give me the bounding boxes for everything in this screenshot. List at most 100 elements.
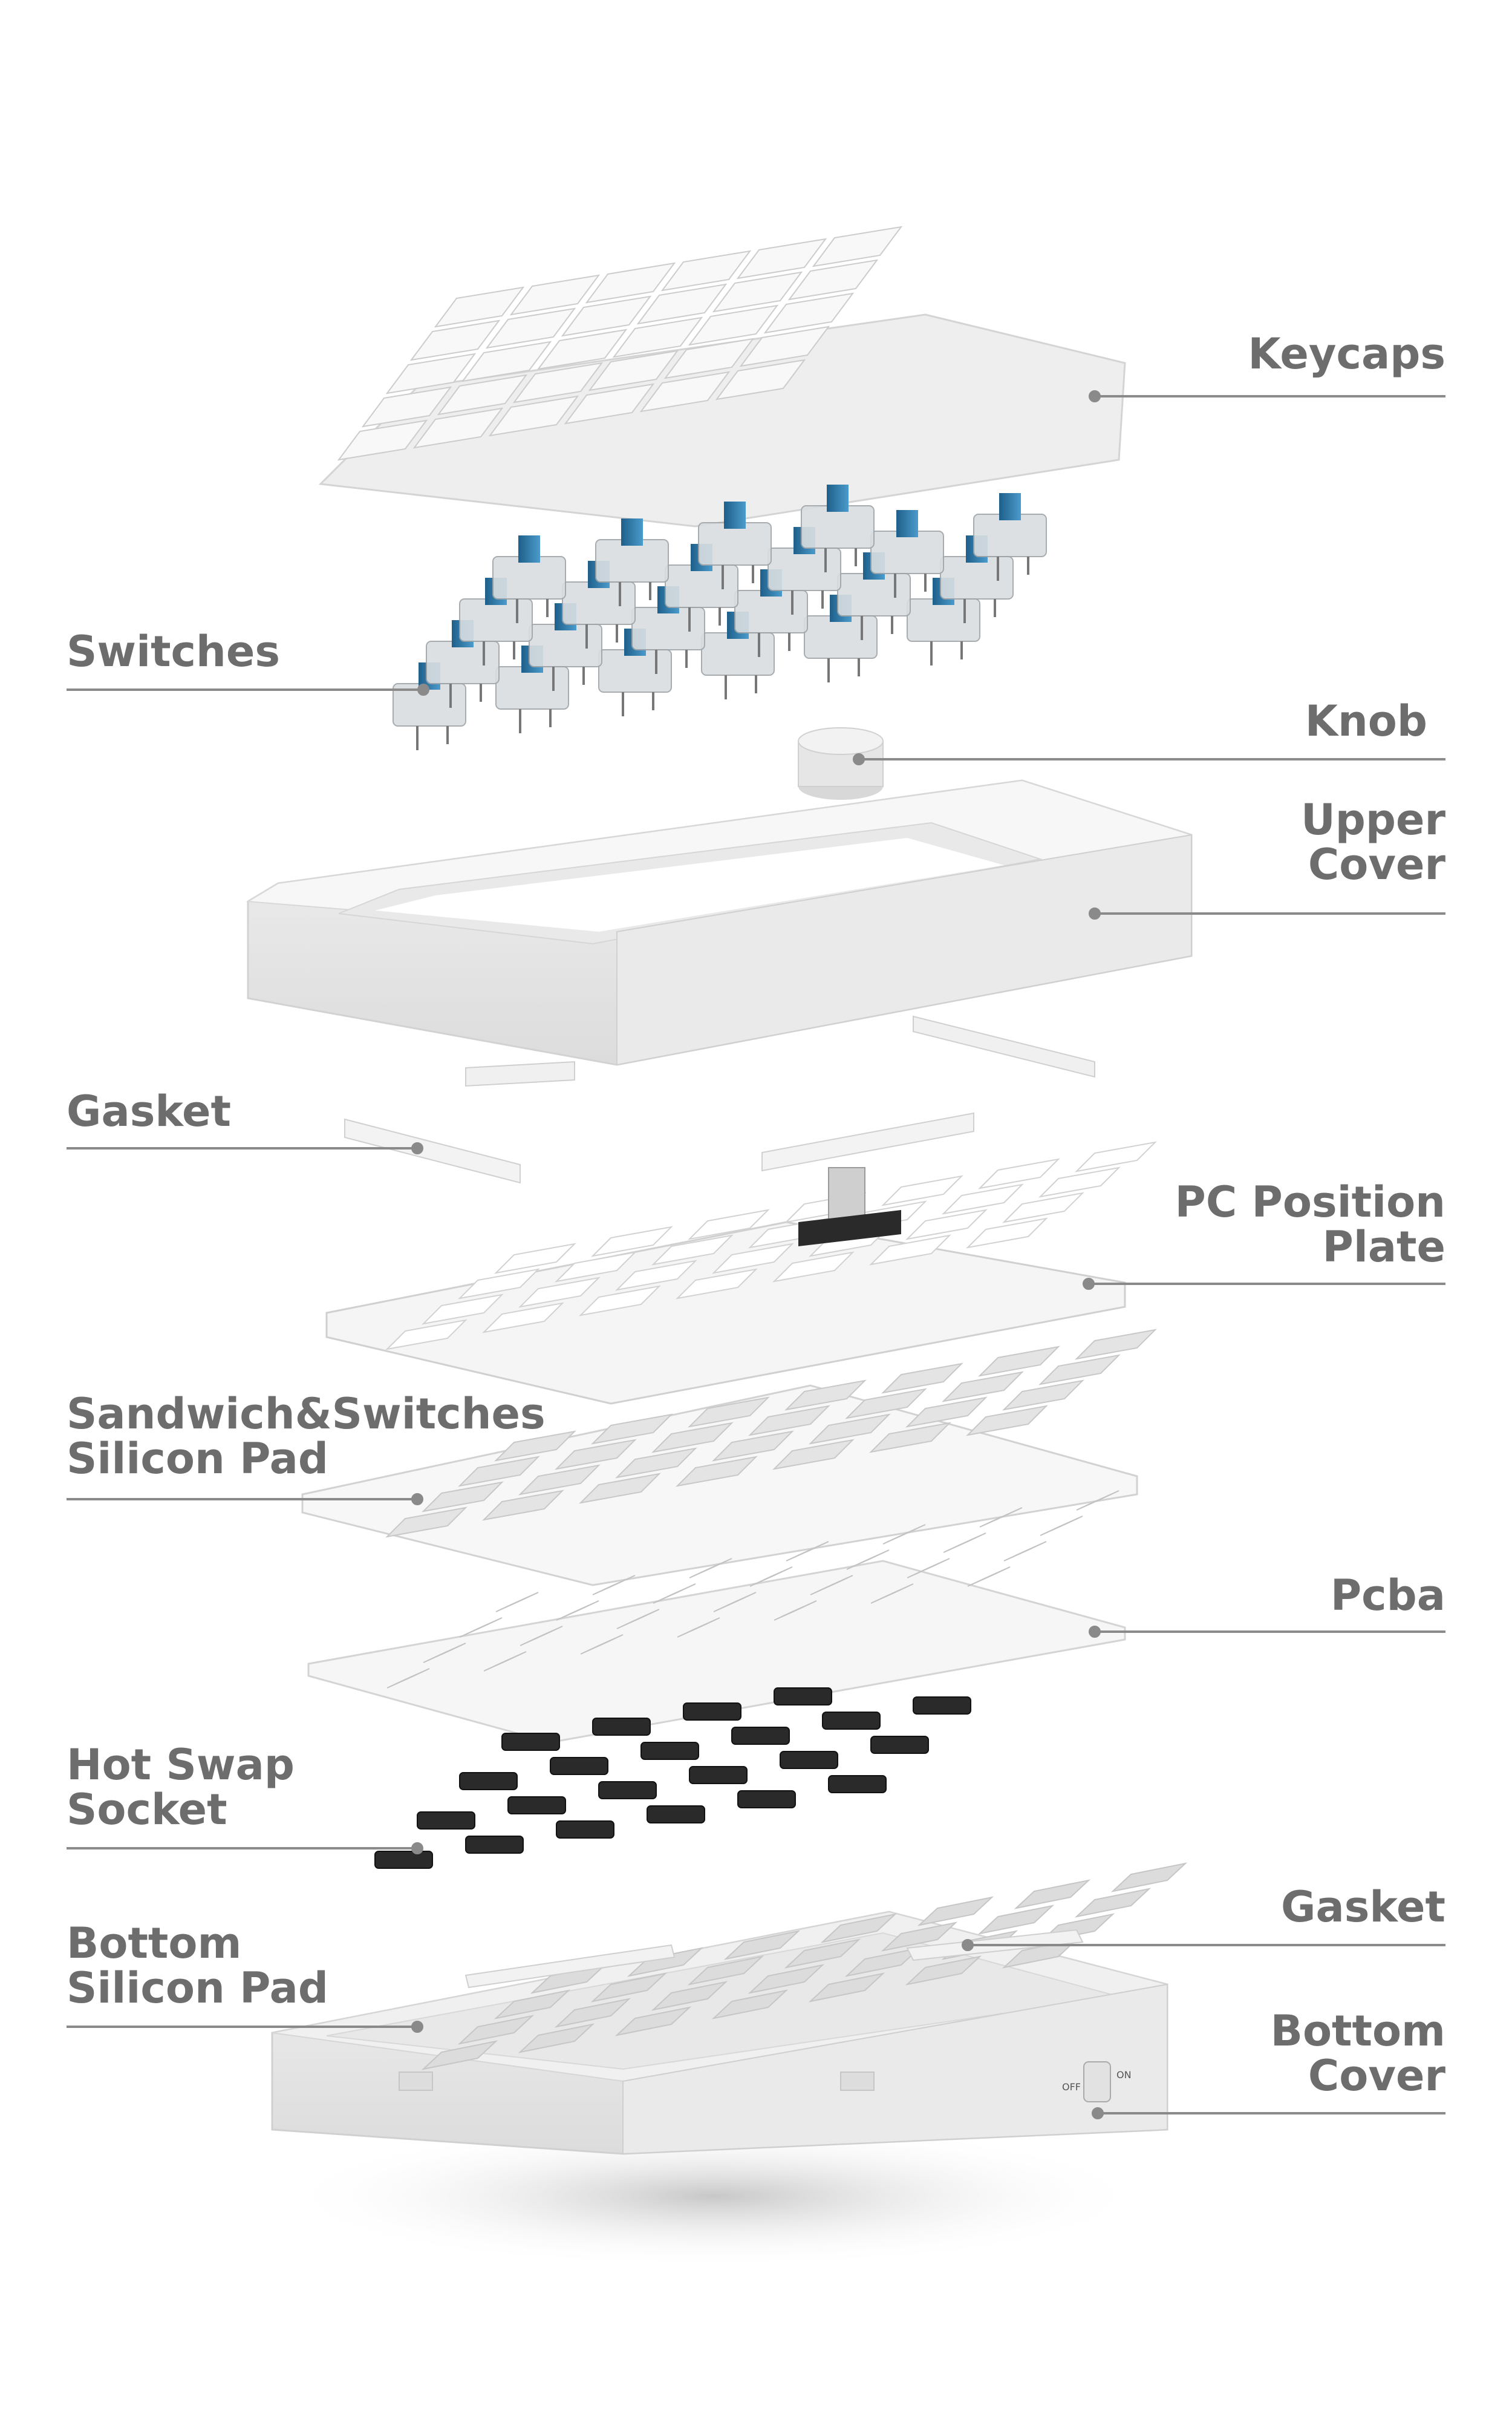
keycap bbox=[736, 238, 827, 280]
cutout bbox=[483, 1651, 527, 1672]
keycap bbox=[588, 350, 679, 391]
cutout bbox=[615, 1447, 697, 1479]
keycap bbox=[385, 353, 477, 394]
cutout bbox=[482, 1302, 564, 1333]
switch bbox=[870, 510, 944, 598]
cutout bbox=[591, 1413, 673, 1445]
cutout bbox=[774, 1600, 817, 1621]
switch bbox=[595, 518, 669, 606]
cutout bbox=[580, 1634, 624, 1655]
keycap bbox=[639, 371, 731, 413]
cutout bbox=[966, 1405, 1048, 1436]
cutout bbox=[651, 1981, 728, 2011]
cutout bbox=[482, 1490, 564, 1521]
cutout bbox=[942, 1371, 1024, 1402]
cutout bbox=[615, 1260, 697, 1291]
cutout bbox=[689, 1558, 732, 1578]
knob-part bbox=[798, 727, 884, 800]
hot-swap-socket bbox=[683, 1702, 741, 1721]
cutout bbox=[676, 1456, 758, 1487]
leader-lines bbox=[67, 390, 1445, 2119]
cutout bbox=[820, 1913, 898, 1943]
hot-swap-socket bbox=[465, 1836, 524, 1854]
sandwich-silicon-pad-part bbox=[301, 1329, 1157, 1586]
switch bbox=[698, 502, 772, 589]
keycap bbox=[688, 304, 779, 346]
cutout bbox=[423, 1643, 466, 1663]
switch bbox=[665, 544, 738, 632]
hot-swap-socket bbox=[731, 1727, 790, 1745]
cutout bbox=[676, 1268, 758, 1300]
cutout bbox=[713, 1592, 757, 1612]
cutout bbox=[1075, 1141, 1157, 1172]
cutout bbox=[846, 1549, 890, 1570]
cutout bbox=[905, 1396, 988, 1428]
cutout bbox=[1038, 1354, 1121, 1385]
cutout bbox=[1014, 1879, 1091, 1909]
cutout bbox=[808, 1972, 885, 2003]
cutout bbox=[1038, 1166, 1121, 1198]
cutout bbox=[385, 1506, 468, 1538]
cutout bbox=[614, 2006, 692, 2036]
switch bbox=[973, 493, 1047, 581]
cutout bbox=[712, 1430, 794, 1462]
cutout bbox=[977, 1905, 1055, 1935]
label-pcba: Pcba bbox=[1330, 1571, 1445, 1620]
keycaps-part bbox=[318, 226, 1126, 528]
keycap bbox=[739, 325, 830, 367]
cutout bbox=[881, 1175, 963, 1206]
cutout bbox=[1003, 1541, 1047, 1562]
cutout bbox=[772, 1251, 855, 1283]
cutout bbox=[1074, 1888, 1152, 1918]
keycap bbox=[561, 295, 652, 337]
cutout bbox=[881, 1362, 963, 1394]
cutout bbox=[1076, 1490, 1119, 1511]
label-sandwich-silicon-pad: Sandwich&Switches Silicon Pad bbox=[67, 1389, 546, 1483]
cutout bbox=[978, 1346, 1060, 1377]
label-bottom-silicon-pad: Bottom Silicon Pad bbox=[67, 1918, 328, 2013]
cutout bbox=[786, 1541, 829, 1562]
cutout bbox=[458, 1456, 540, 1487]
cutout bbox=[967, 1566, 1011, 1587]
label-hot-swap-socket: Hot Swap Socket bbox=[67, 1740, 295, 1834]
cutout bbox=[518, 1464, 601, 1496]
cutout bbox=[494, 1243, 576, 1274]
cutout bbox=[555, 1439, 637, 1470]
label-gasket-left: Gasket bbox=[67, 1087, 231, 1136]
keycap bbox=[337, 419, 428, 461]
pc-position-plate-part bbox=[325, 1141, 1157, 1405]
hot-swap-socket bbox=[913, 1696, 971, 1715]
cutout bbox=[748, 1964, 825, 1994]
cutout bbox=[966, 1217, 1048, 1249]
cutout bbox=[882, 1524, 926, 1545]
hot-swap-socket bbox=[640, 1742, 699, 1760]
cutout bbox=[494, 1430, 576, 1462]
hot-swap-socket bbox=[822, 1712, 881, 1730]
cutout bbox=[520, 1626, 563, 1646]
label-gasket-right: Gasket bbox=[1281, 1882, 1445, 1932]
cutout bbox=[979, 1507, 1023, 1528]
switch bbox=[801, 485, 875, 572]
cutout bbox=[579, 1473, 661, 1504]
cutout bbox=[809, 1413, 891, 1445]
cutout bbox=[494, 1989, 571, 2019]
cutout bbox=[748, 1405, 830, 1436]
cutout bbox=[917, 1896, 994, 1926]
keycap bbox=[409, 319, 501, 361]
cutout bbox=[749, 1566, 793, 1587]
cutout bbox=[869, 1422, 951, 1453]
power-switch-on-label: ON bbox=[1116, 2069, 1132, 2081]
hot-swap-socket bbox=[550, 1757, 608, 1775]
label-knob: Knob bbox=[1305, 696, 1427, 746]
keycap bbox=[488, 395, 579, 437]
hot-swap-socket bbox=[737, 1790, 796, 1808]
cutout bbox=[943, 1532, 986, 1553]
hot-swap-socket bbox=[556, 1820, 614, 1839]
bottom-cover-part: OFF ON bbox=[271, 1862, 1188, 2269]
cutout bbox=[907, 1558, 950, 1578]
cutout bbox=[723, 1930, 801, 1960]
power-switch bbox=[1083, 2061, 1111, 2102]
hot-swap-socket bbox=[828, 1775, 887, 1793]
cutout bbox=[421, 2040, 498, 2070]
keycap bbox=[660, 250, 752, 292]
